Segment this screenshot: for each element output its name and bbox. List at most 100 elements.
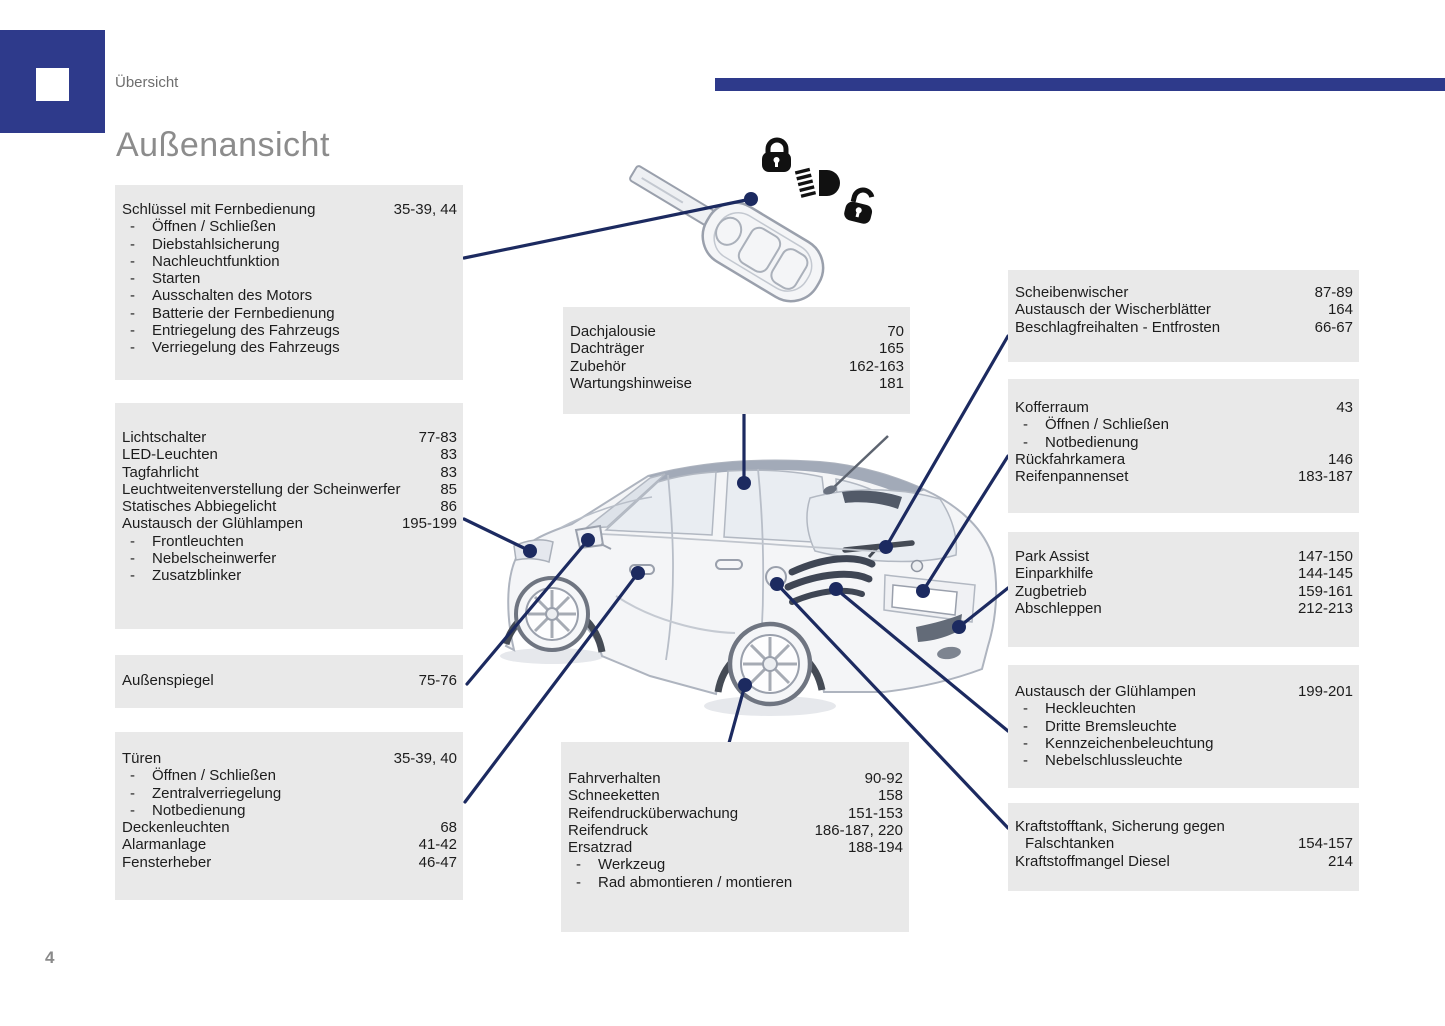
callout-line-taillight	[834, 587, 1010, 733]
index-subitem: -Heckleuchten	[1015, 700, 1353, 717]
index-item-pages: 183-187	[1297, 468, 1353, 486]
header-rule	[715, 78, 1445, 91]
index-item-label: Austausch der Glühlampen	[122, 515, 303, 533]
index-item-label: Verriegelung des Fahrzeugs	[152, 339, 340, 357]
index-item-label: Leuchtweitenverstellung der Scheinwerfer	[122, 480, 401, 498]
list-dash: -	[130, 550, 135, 568]
callout-line-wiper	[884, 334, 1010, 549]
index-item-label: Entriegelung des Fahrzeugs	[152, 322, 340, 340]
rear-door-handle	[715, 559, 743, 570]
index-item-pages: 70	[887, 323, 904, 340]
index-item-label: Lichtschalter	[122, 429, 207, 446]
index-item-pages: 85	[440, 480, 457, 498]
index-subitem: -Starten	[122, 270, 457, 287]
list-dash: -	[130, 304, 135, 322]
index-item-pages: 162-163	[848, 357, 904, 375]
index-item-label: Dachträger	[570, 340, 645, 358]
index-subitem: -Ausschalten des Motors	[122, 287, 457, 304]
index-item-label: Zugbetrieb	[1015, 582, 1087, 600]
index-item: Kraftstofftank, Sicherung gegen	[1015, 818, 1353, 835]
index-item-pages: 41-42	[418, 836, 457, 854]
index-item: Zubehör 162-163	[570, 358, 904, 375]
index-item-label: Batterie der Fernbedienung	[152, 304, 335, 322]
index-item-pages: 214	[1327, 852, 1353, 870]
index-item-label: Falschtanken	[1025, 835, 1115, 853]
callout-dot-door	[631, 566, 645, 580]
index-item-label: Dachjalousie	[570, 323, 656, 340]
index-item-pages: 181	[878, 374, 904, 392]
callout-dot-tailgate	[916, 584, 930, 598]
list-dash: -	[130, 322, 135, 340]
index-item-label: Abschleppen	[1015, 599, 1102, 617]
brand-badge	[910, 559, 924, 573]
index-item-pages: 146	[1327, 450, 1353, 468]
callout-dot-taillight	[829, 582, 843, 596]
key-blade	[641, 177, 684, 204]
car-illustration	[500, 435, 998, 716]
index-item-label: Notbedienung	[152, 801, 246, 819]
index-item-label: Zusatzblinker	[152, 567, 242, 585]
index-item-label: Austausch der Glühlampen	[1015, 683, 1196, 700]
callout-dot-mirror	[581, 533, 595, 547]
index-subitem: -Öffnen / Schließen	[122, 218, 457, 235]
rear-window	[806, 489, 958, 563]
index-item-pages: 87-89	[1314, 284, 1353, 301]
index-subitem: -Nachleuchtfunktion	[122, 253, 457, 270]
index-item-label: Reifenpannenset	[1015, 468, 1129, 486]
index-item-label: Heckleuchten	[1045, 700, 1136, 718]
index-item-label: Starten	[152, 270, 201, 288]
index-item-pages: 158	[877, 787, 903, 805]
index-item-pages: 83	[440, 463, 457, 481]
index-item-pages: 212-213	[1297, 599, 1353, 617]
index-subitem: -Entriegelung des Fahrzeugs	[122, 322, 457, 339]
index-item-pages: 83	[440, 446, 457, 464]
index-item: Reifenpannenset 183-187	[1015, 468, 1353, 485]
index-item-label: Notbedienung	[1045, 433, 1139, 451]
index-item-label: Wartungshinweise	[570, 374, 692, 392]
index-subitem: -Notbedienung	[1015, 434, 1353, 451]
index-item-label: Scheibenwischer	[1015, 284, 1129, 301]
index-item-pages: 165	[878, 340, 904, 358]
callout-dot-wiper	[879, 540, 893, 554]
index-item-label: Beschlagfreihalten - Entfrosten	[1015, 318, 1221, 336]
index-item-label: Werkzeug	[598, 856, 666, 874]
rear-spoiler	[842, 490, 902, 509]
index-subitem: -Frontleuchten	[122, 533, 457, 550]
list-dash: -	[130, 801, 135, 819]
callout-dot-bumper	[952, 620, 966, 634]
index-item-label: Statisches Abbiegelicht	[122, 498, 277, 516]
index-item-label: Zentralverriegelung	[152, 784, 282, 802]
index-item-label: Kraftstoffmangel Diesel	[1015, 852, 1170, 870]
list-dash: -	[1023, 734, 1028, 752]
list-dash: -	[130, 784, 135, 802]
list-dash: -	[130, 532, 135, 550]
index-item-label: Tagfahrlicht	[122, 463, 199, 481]
index-subitem: -Öffnen / Schließen	[1015, 416, 1353, 433]
callout-line-tailgate	[921, 454, 1010, 593]
list-dash: -	[130, 287, 135, 305]
index-item-label: Rückfahrkamera	[1015, 450, 1126, 468]
list-dash: -	[1023, 416, 1028, 434]
index-item-label: Zubehör	[570, 357, 626, 375]
headlight-beam-icon	[794, 167, 840, 198]
callout-dots	[523, 192, 966, 692]
index-item-label: Deckenleuchten	[122, 819, 230, 837]
index-subitem: -Zentralverriegelung	[122, 785, 457, 802]
index-subitem: -Öffnen / Schließen	[122, 767, 457, 784]
callout-dot-roof	[737, 476, 751, 490]
rear-wiper	[842, 540, 915, 559]
list-dash: -	[130, 235, 135, 253]
index-item-label: Nebelschlussleuchte	[1045, 752, 1183, 770]
list-dash: -	[130, 218, 135, 236]
